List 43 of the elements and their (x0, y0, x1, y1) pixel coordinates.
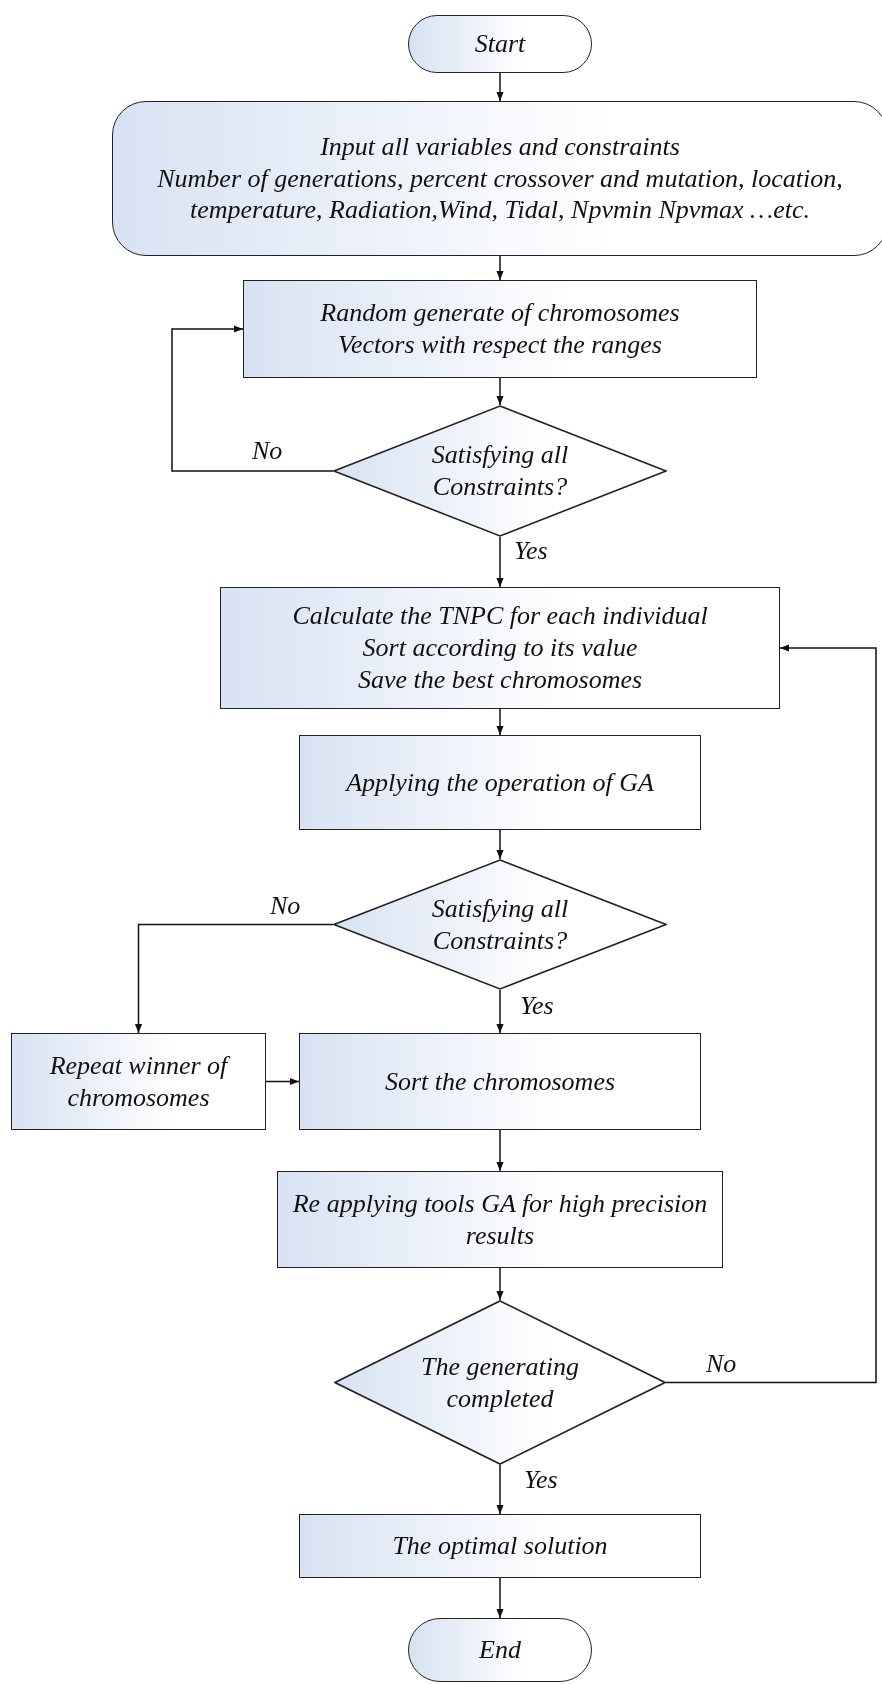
node-text: The optimal solution (392, 1530, 608, 1562)
arrow (665, 644, 877, 1384)
arrow (265, 1077, 300, 1086)
decision-diamond (333, 405, 667, 537)
arrow (496, 255, 504, 281)
arrow (496, 1267, 504, 1301)
node-text: Calculate the TNPC for each individual (292, 600, 708, 633)
arrow (171, 325, 334, 472)
node-text: Applying the operation of GA (346, 766, 654, 799)
node-text: Random generate of chromosomes (320, 297, 680, 329)
decision-diamond (333, 859, 667, 990)
arrow (496, 829, 504, 860)
arrow (496, 377, 504, 406)
process-box (299, 735, 701, 830)
node-text: Satisfying all Constraints? (430, 439, 570, 503)
process-box (299, 1033, 701, 1130)
input-box (112, 101, 882, 256)
decision-diamond (334, 1300, 666, 1465)
node-text: Repeat winner of chromosomes (48, 1049, 231, 1114)
arrow (496, 536, 504, 588)
arrow (496, 1577, 504, 1619)
arrow (496, 989, 504, 1034)
arrow (496, 72, 504, 102)
node-text: Satisfying all Constraints? (430, 892, 570, 957)
arrow (496, 708, 504, 736)
arrow (496, 1464, 504, 1515)
process-box (299, 1514, 701, 1578)
node-text: Number of generations, percent crossover and mutation, location, temperature, Radiation,Wind, Tidal, Npvmin Npvmax …etc. (156, 162, 844, 227)
node-text: The generating completed (419, 1350, 581, 1415)
process-box (11, 1033, 266, 1130)
node-text: Vectors with respect the ranges (338, 329, 662, 361)
process-box (243, 280, 757, 378)
process-box (220, 587, 780, 709)
arrow (134, 923, 334, 1034)
process-box (277, 1171, 723, 1268)
node-text: Sort according to its value (362, 632, 638, 664)
node-text: Start (474, 28, 526, 60)
arrow (496, 1129, 504, 1172)
node-text: Sort the chromosomes (384, 1065, 616, 1098)
node-text: Save the best chromosomes (357, 663, 643, 696)
node-text: Input all variables and constraints (320, 130, 680, 163)
node-text: Re applying tools GA for high precision results (291, 1187, 709, 1252)
node-text: End (479, 1634, 521, 1666)
